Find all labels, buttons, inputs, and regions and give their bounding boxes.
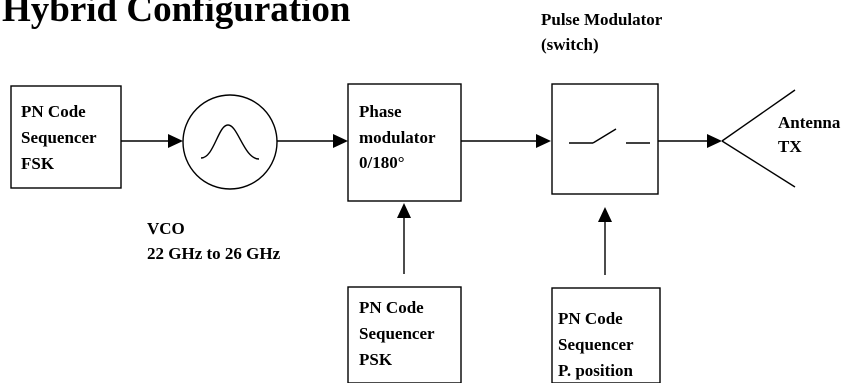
pn-psk-line-3: PSK (359, 350, 393, 369)
pn-fsk-line-2: Sequencer (21, 128, 97, 147)
sine-wave-icon (200, 124, 260, 160)
antenna-label: Antenna (778, 113, 841, 132)
pn-ppos-line-3: P. position (558, 361, 634, 380)
phase-modulator-block (347, 83, 462, 202)
pulse-mod-label-1: Pulse Modulator (541, 10, 663, 29)
phase-mod-line-1: Phase (359, 102, 402, 121)
vco-label: VCO (147, 219, 185, 238)
switch-blade (592, 128, 617, 144)
arrowhead-phase-to-pulse (536, 134, 551, 148)
pn-fsk-line-1: PN Code (21, 102, 86, 121)
diagram-title: Hybrid Configuration (2, 0, 351, 30)
pulse-modulator-block (551, 83, 659, 195)
antenna-lower-leg (721, 140, 796, 188)
arrowhead-ppos-to-pulse (598, 207, 612, 222)
antenna-tx-label: TX (778, 137, 802, 156)
phase-mod-line-2: modulator (359, 128, 436, 147)
pn-ppos-line-1: PN Code (558, 309, 623, 328)
arrowhead-pulse-to-antenna (707, 134, 722, 148)
pn-fsk-block (10, 85, 122, 189)
phase-mod-line-3: 0/180° (359, 153, 405, 172)
arrowhead-psk-to-phase (397, 203, 411, 218)
pn-ppos-block (551, 287, 661, 383)
arrowhead-vco-to-phase (333, 134, 348, 148)
pn-psk-line-1: PN Code (359, 298, 424, 317)
pn-psk-line-2: Sequencer (359, 324, 435, 343)
pn-ppos-line-2: Sequencer (558, 335, 634, 354)
arrowhead-fsk-to-vco (168, 134, 183, 148)
pulse-mod-label-2: (switch) (541, 35, 599, 54)
vco-range-label: 22 GHz to 26 GHz (147, 244, 281, 263)
vco-circle (182, 94, 278, 190)
antenna-upper-leg (721, 89, 796, 142)
pn-psk-block (347, 286, 462, 383)
pn-fsk-line-3: FSK (21, 154, 55, 173)
